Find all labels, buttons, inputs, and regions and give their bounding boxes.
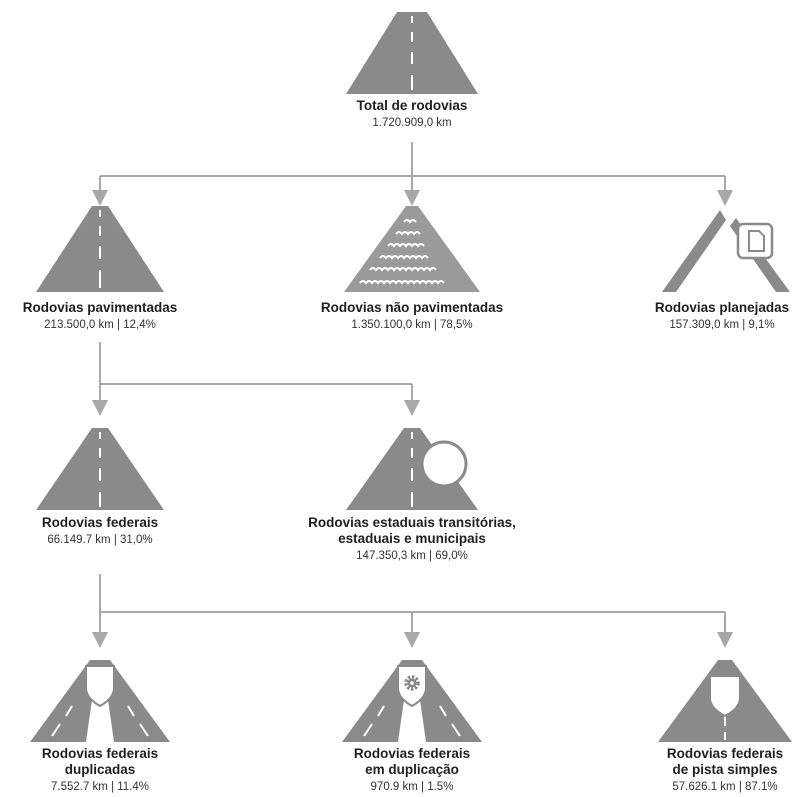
node-title: Rodovias federais <box>41 515 159 530</box>
node-title-line-2: de pista simples <box>672 762 778 777</box>
node-planejadas: Rodovias planejadas 157.309,0 km | 9,1% <box>655 300 789 333</box>
node-title-line-1: Rodovias federais <box>353 746 471 761</box>
gear-icon <box>404 675 420 691</box>
node-title: Total de rodovias <box>356 98 468 113</box>
state-road-icon <box>346 428 478 510</box>
node-value: 7.552.7 km | 11.4% <box>50 781 150 793</box>
node-title-line-1: Rodovias federais <box>41 746 159 761</box>
node-estaduais: Rodovias estaduais transitórias, estadua… <box>308 515 516 564</box>
connectors-level-2 <box>92 342 420 416</box>
unpaved-road-icon <box>344 206 480 292</box>
divided-highway-icon <box>30 660 170 742</box>
node-federais: Rodovias federais 66.149.7 km | 31,0% <box>42 515 158 548</box>
node-value: 1.350.100,0 km | 78,5% <box>351 319 473 331</box>
node-value: 1.720.909,0 km <box>372 117 452 129</box>
highway-under-construction-icon <box>342 660 482 742</box>
connectors-level-1 <box>92 142 733 206</box>
node-value: 147.350,3 km | 69,0% <box>356 550 468 562</box>
node-total: Total de rodovias 1.720.909,0 km <box>357 98 468 131</box>
node-value: 57.626.1 km | 87.1% <box>672 781 778 793</box>
connectors-level-3 <box>92 574 733 648</box>
paved-road-icon <box>36 428 164 510</box>
node-title-line-1: Rodovias estaduais transitórias, <box>308 515 516 530</box>
node-pavimentadas: Rodovias pavimentadas 213.500,0 km | 12,… <box>23 300 178 333</box>
node-title: Rodovias não pavimentadas <box>320 300 504 315</box>
node-title: Rodovias pavimentadas <box>22 300 178 315</box>
node-duplicadas: Rodovias federais duplicadas 7.552.7 km … <box>42 746 158 795</box>
node-em-duplicacao: Rodovias federais em duplicação 970.9 km… <box>354 746 470 795</box>
node-value: 157.309,0 km | 9,1% <box>669 319 775 331</box>
paved-road-icon <box>36 206 164 292</box>
node-value: 970.9 km | 1.5% <box>370 781 454 793</box>
node-nao-pavimentadas: Rodovias não pavimentadas 1.350.100,0 km… <box>321 300 503 333</box>
node-title-line-2: em duplicação <box>365 762 459 777</box>
node-pista-simples: Rodovias federais de pista simples 57.62… <box>667 746 783 795</box>
planned-road-icon <box>662 210 790 292</box>
node-value: 213.500,0 km | 12,4% <box>44 319 156 331</box>
paved-road-icon <box>346 12 478 94</box>
node-title-line-2: duplicadas <box>64 762 136 777</box>
node-title-line-2: estaduais e municipais <box>338 531 486 546</box>
node-value: 66.149.7 km | 31,0% <box>47 534 153 546</box>
node-title: Rodovias planejadas <box>654 300 790 315</box>
node-title-line-1: Rodovias federais <box>666 746 784 761</box>
single-lane-highway-icon <box>658 660 792 742</box>
